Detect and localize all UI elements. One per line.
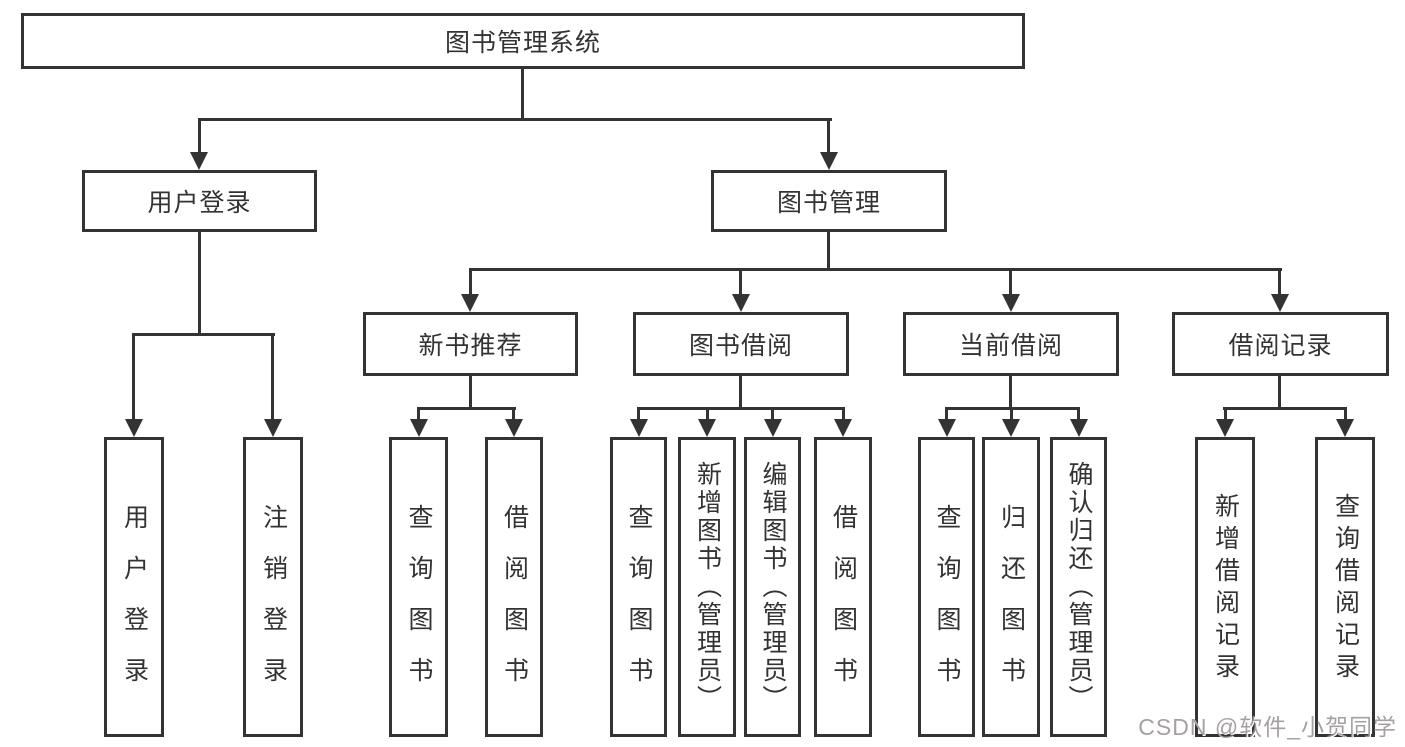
- leaf-confirm-return-admin: 确认归还（管理员）: [1050, 437, 1107, 737]
- connector-line: [1077, 407, 1080, 423]
- connector-line: [1344, 407, 1347, 423]
- leaf-query-book-borrowing-label: 查询图书: [625, 504, 653, 708]
- arrowhead-down-icon: [938, 419, 956, 437]
- leaf-add-book-admin-label: 新增图书（管理员）: [693, 461, 722, 713]
- connector-line: [198, 118, 201, 156]
- node-current-borrowing: 当前借阅: [903, 312, 1119, 376]
- arrowhead-down-icon: [698, 419, 716, 437]
- leaf-query-book-recommend-label: 查询图书: [405, 504, 433, 708]
- node-book-management-label: 图书管理: [776, 189, 881, 217]
- leaf-user-login-label: 用户登录: [120, 504, 149, 708]
- leaf-return-book: 归还图书: [982, 437, 1040, 737]
- connector-line: [469, 268, 472, 296]
- arrowhead-down-icon: [630, 419, 648, 437]
- connector-line: [469, 374, 472, 409]
- connector-line: [521, 68, 524, 120]
- node-user-login-label: 用户登录: [147, 189, 252, 217]
- leaf-query-book-current: 查询图书: [918, 437, 975, 737]
- connector-line: [417, 407, 420, 423]
- connector-line: [1278, 268, 1281, 296]
- arrowhead-down-icon: [1070, 419, 1088, 437]
- node-borrowing-records: 借阅记录: [1172, 312, 1389, 376]
- leaf-query-book-recommend: 查询图书: [389, 437, 448, 737]
- connector-line: [739, 268, 742, 296]
- leaf-borrow-book-label: 借阅图书: [829, 504, 858, 708]
- node-user-login: 用户登录: [82, 170, 317, 232]
- arrowhead-down-icon: [410, 419, 428, 437]
- arrowhead-down-icon: [1002, 294, 1020, 312]
- leaf-add-book-admin: 新增图书（管理员）: [678, 437, 736, 737]
- leaf-user-login: 用户登录: [104, 437, 164, 737]
- connector-line: [1223, 407, 1347, 410]
- connector-line: [637, 407, 845, 410]
- leaf-logout: 注销登录: [243, 437, 303, 737]
- connector-line: [512, 407, 515, 423]
- connector-line: [842, 407, 845, 423]
- connector-line: [469, 268, 1282, 271]
- arrowhead-down-icon: [1002, 419, 1020, 437]
- connector-line: [1224, 407, 1227, 423]
- arrowhead-down-icon: [461, 294, 479, 312]
- node-borrowing-records-label: 借阅记录: [1228, 332, 1333, 360]
- leaf-borrow-book: 借阅图书: [814, 437, 872, 737]
- arrowhead-down-icon: [764, 419, 782, 437]
- leaf-borrow-book-recommend: 借阅图书: [485, 437, 543, 737]
- connector-line: [706, 407, 709, 423]
- leaf-logout-label: 注销登录: [259, 504, 288, 708]
- root-node-library-management-system: 图书管理系统: [21, 13, 1025, 69]
- leaf-query-borrow-record-label: 查询借阅记录: [1331, 493, 1360, 685]
- leaf-query-book-borrowing: 查询图书: [610, 437, 667, 737]
- leaf-add-borrow-record: 新增借阅记录: [1195, 437, 1255, 737]
- connector-line: [827, 231, 830, 271]
- leaf-borrow-book-recommend-label: 借阅图书: [500, 504, 529, 708]
- connector-line: [417, 407, 516, 410]
- connector-line: [637, 407, 640, 423]
- connector-line: [739, 374, 742, 409]
- leaf-query-borrow-record: 查询借阅记录: [1315, 437, 1375, 737]
- connector-line: [827, 118, 830, 156]
- arrowhead-down-icon: [190, 152, 208, 170]
- arrowhead-down-icon: [264, 419, 282, 437]
- connector-line: [271, 333, 274, 421]
- connector-line: [945, 407, 948, 423]
- node-new-book-recommendation: 新书推荐: [363, 312, 578, 376]
- arrowhead-down-icon: [1336, 419, 1354, 437]
- arrowhead-down-icon: [1271, 294, 1289, 312]
- arrowhead-down-icon: [732, 294, 750, 312]
- arrowhead-down-icon: [834, 419, 852, 437]
- node-book-borrowing: 图书借阅: [633, 312, 849, 376]
- leaf-add-borrow-record-label: 新增借阅记录: [1211, 493, 1240, 685]
- connector-line: [198, 118, 832, 121]
- connector-line: [132, 333, 135, 421]
- connector-line: [1009, 268, 1012, 296]
- connector-line: [1278, 374, 1281, 409]
- csdn-watermark: CSDN @软件_小贺同学: [1138, 714, 1397, 740]
- node-book-borrowing-label: 图书借阅: [688, 332, 793, 360]
- arrowhead-down-icon: [1216, 419, 1234, 437]
- leaf-query-book-current-label: 查询图书: [933, 504, 961, 708]
- arrowhead-down-icon: [820, 152, 838, 170]
- connector-line: [1010, 407, 1013, 423]
- connector-line: [198, 230, 201, 335]
- arrowhead-down-icon: [125, 419, 143, 437]
- leaf-edit-book-admin: 编辑图书（管理员）: [744, 437, 801, 737]
- connector-line: [1009, 374, 1012, 409]
- connector-line: [132, 333, 275, 336]
- root-node-label: 图书管理系统: [444, 29, 601, 57]
- leaf-confirm-return-admin-label: 确认归还（管理员）: [1065, 461, 1093, 713]
- arrowhead-down-icon: [505, 419, 523, 437]
- leaf-edit-book-admin-label: 编辑图书（管理员）: [759, 461, 787, 713]
- connector-line: [771, 407, 774, 423]
- leaf-return-book-label: 归还图书: [997, 504, 1026, 708]
- node-current-borrowing-label: 当前借阅: [958, 332, 1063, 360]
- node-book-management: 图书管理: [711, 170, 947, 232]
- node-new-book-recommendation-label: 新书推荐: [418, 332, 523, 360]
